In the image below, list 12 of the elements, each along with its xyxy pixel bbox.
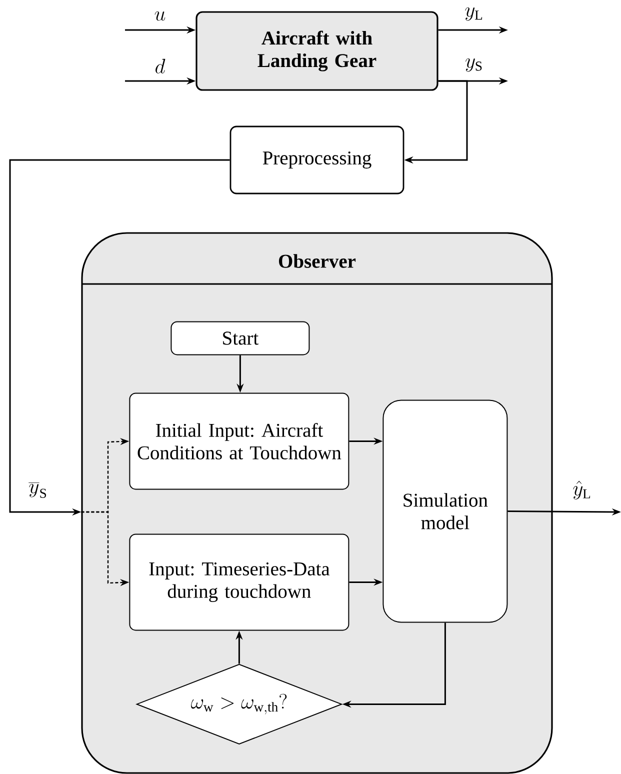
process-box: Input: Timeseries-Data during touchdown: [129, 534, 350, 631]
process-box: Initial Input: Aircraft Conditions at Touchdown: [129, 392, 350, 490]
process-box: Preprocessing: [230, 126, 404, 194]
edge-label: $u$: [154, 11, 166, 21]
edge-label: $y_\mathrm{S}$: [466, 58, 482, 72]
edge-label: $d$: [156, 58, 166, 74]
edge-label: $\overline{y}_\mathrm{S}$: [28, 482, 46, 498]
edge-label: $\hat{y}_\mathrm{L}$: [573, 480, 590, 500]
process-box: Simulation model: [382, 400, 508, 623]
system-box: Aircraft with Landing Gear: [196, 11, 438, 91]
edge-label: $y_\mathrm{L}$: [465, 7, 482, 21]
process-box: Start: [170, 321, 310, 356]
